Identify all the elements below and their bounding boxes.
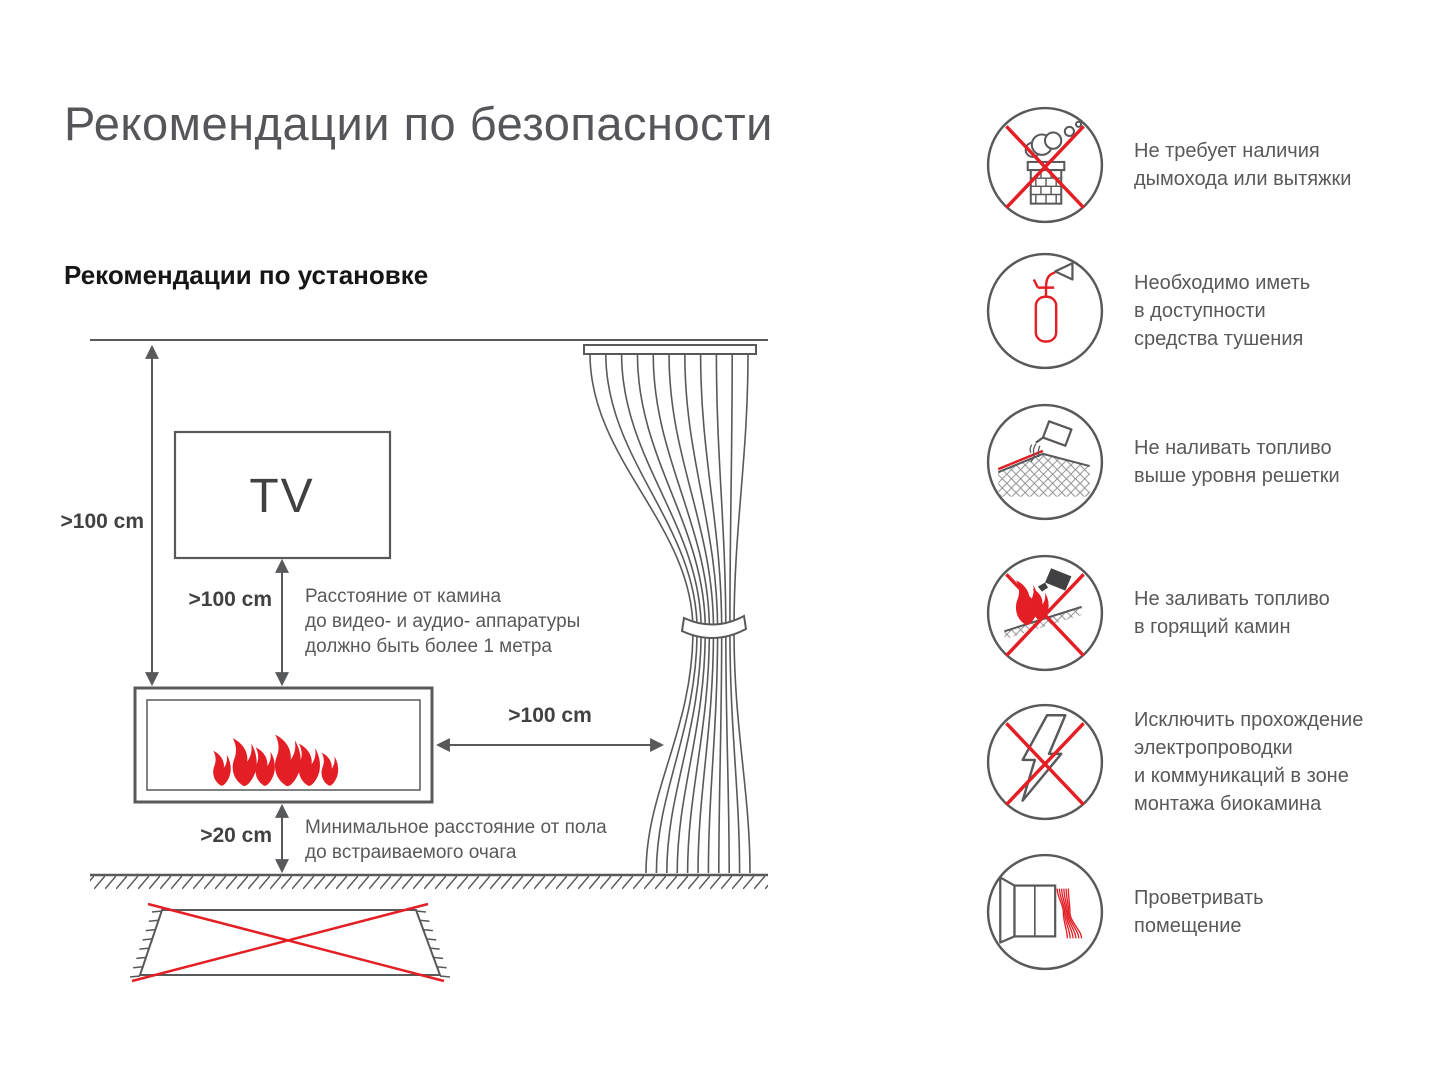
safety-item-line: Проветривать <box>1134 887 1264 909</box>
safety-item-line: в горящий камин <box>1134 616 1291 638</box>
prohibition-cross-icon <box>1005 722 1085 806</box>
floor-note-line: до встраиваемого очага <box>305 842 517 863</box>
prohibition-cross-icon <box>1005 125 1085 209</box>
safety-item-fuel-level: Не наливать топливо выше уровня решетки <box>984 400 1340 524</box>
curtain-rod <box>583 344 757 355</box>
safety-item-extinguisher: Необходимо иметь в доступности средства … <box>984 249 1310 373</box>
safety-item-line: Не заливать топливо <box>1134 588 1330 610</box>
ventilate-room-icon <box>986 853 1104 971</box>
safety-item-text: Необходимо иметь в доступности средства … <box>1134 269 1310 353</box>
rug <box>129 902 451 983</box>
curtain-distance-label: >100 cm <box>508 704 592 727</box>
safety-item-line: выше уровня решетки <box>1134 465 1340 487</box>
equipment-note: Расстояние от камина до видео- и аудио- … <box>305 586 580 657</box>
fuel-level-icon <box>986 403 1104 521</box>
safety-item-no-chimney: Не требует наличия дымохода или вытяжки <box>984 103 1351 227</box>
floor-note: Минимальное расстояние от пола до встраи… <box>305 817 607 863</box>
no-chimney-icon <box>986 106 1104 224</box>
safety-item-text: Не наливать топливо выше уровня решетки <box>1134 434 1340 490</box>
tv-box: TV <box>173 430 392 560</box>
floor-hatching <box>90 876 768 889</box>
safety-item-line: помещение <box>1134 915 1242 937</box>
fire-extinguisher-icon <box>986 252 1104 370</box>
equipment-note-line: Расстояние от камина <box>305 586 502 607</box>
equipment-note-line: до видео- и аудио- аппаратуры <box>305 611 580 632</box>
safety-item-line: средства тушения <box>1134 328 1304 350</box>
safety-item-no-refuel: Не заливать топливо в горящий камин <box>984 551 1330 675</box>
safety-item-line: и коммуникаций в зоне <box>1134 765 1349 787</box>
safety-item-line: монтажа биокамина <box>1134 793 1322 815</box>
safety-item-text: Проветривать помещение <box>1134 884 1264 940</box>
curtain-breeze-icon <box>1056 888 1083 939</box>
safety-item-line: в доступности <box>1134 300 1266 322</box>
safety-item-line: электропроводки <box>1134 737 1293 759</box>
installation-diagram: TV >100 cm >100 cm >100 cm >20 <box>61 339 768 983</box>
floor-note-line: Минимальное расстояние от пола <box>305 817 607 838</box>
safety-item-text: Исключить прохождение электропроводки и … <box>1134 706 1363 818</box>
floor-distance-label: >20 cm <box>200 824 272 847</box>
lightning-icon <box>1021 714 1067 802</box>
safety-item-text: Не требует наличия дымохода или вытяжки <box>1134 137 1351 193</box>
no-refuel-burning-icon <box>986 554 1104 672</box>
fireplace <box>133 686 434 804</box>
section-subtitle: Рекомендации по установке <box>64 260 429 290</box>
tv-distance-label: >100 cm <box>189 588 273 611</box>
page-title: Рекомендации по безопасности <box>64 97 773 150</box>
ceiling-distance-label: >100 cm <box>61 510 145 533</box>
safety-item-line: Не наливать топливо <box>1134 437 1332 459</box>
rug-fringe <box>129 910 451 978</box>
prohibition-cross-icon <box>1005 573 1085 657</box>
curtain <box>583 344 757 874</box>
no-wiring-icon <box>986 703 1104 821</box>
no-rug-cross-icon <box>131 902 445 983</box>
safety-item-text: Не заливать топливо в горящий камин <box>1134 585 1330 641</box>
safety-item-line: Необходимо иметь <box>1134 272 1311 294</box>
safety-item-line: Исключить прохождение <box>1134 709 1364 731</box>
equipment-note-line: должно быть более 1 метра <box>305 636 552 657</box>
tv-label: TV <box>249 470 314 523</box>
curtain-tie <box>680 614 748 640</box>
safety-item-line: дымохода или вытяжки <box>1134 168 1352 190</box>
safety-item-ventilate: Проветривать помещение <box>984 850 1264 974</box>
safety-item-line: Не требует наличия <box>1134 140 1320 162</box>
safety-item-no-wiring: Исключить прохождение электропроводки и … <box>984 700 1363 824</box>
floor <box>90 873 768 889</box>
